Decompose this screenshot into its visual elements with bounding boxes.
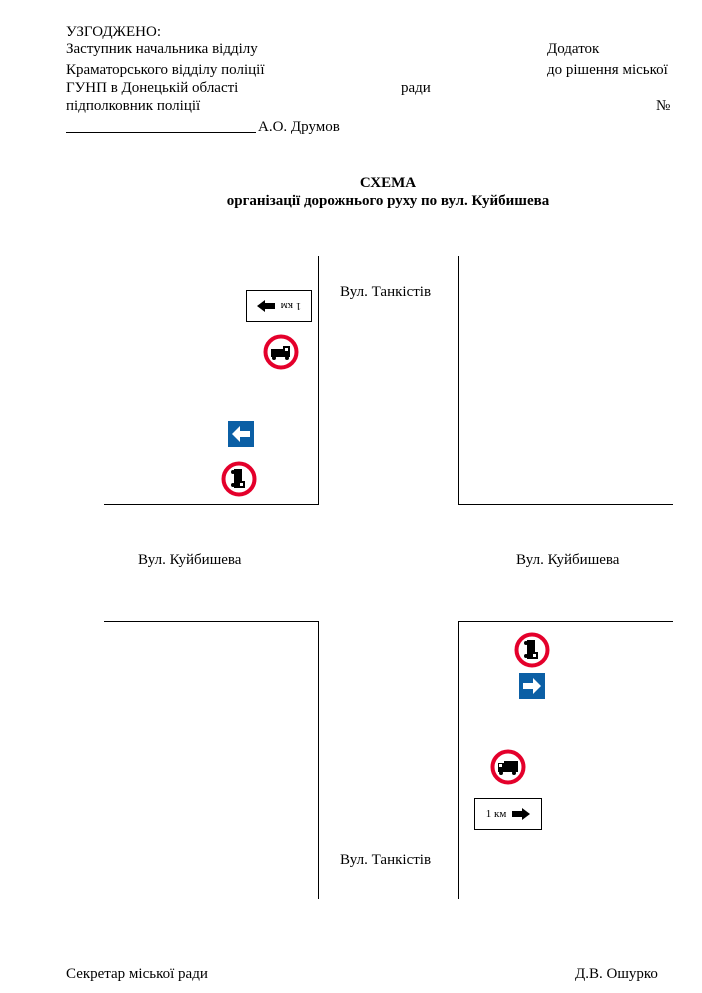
- footer-secretary-title: Секретар міської ради: [66, 966, 208, 982]
- distance-plate-top-left: 1 км: [246, 290, 312, 322]
- signature-line: [66, 132, 256, 133]
- street-label-top: Вул. Танкістів: [340, 284, 432, 300]
- street-label-right: Вул. Куйбишева: [516, 552, 620, 568]
- approval-line-1: Заступник начальника відділу: [66, 41, 258, 57]
- appendix-number: №: [656, 98, 671, 114]
- distance-plate-bottom-right: 1 км: [474, 798, 542, 830]
- arrow-right-icon: [256, 300, 275, 312]
- arrow-right-icon: [512, 808, 531, 820]
- footer-secretary-name: Д.В. Ошурко: [575, 966, 658, 982]
- street-label-bottom: Вул. Танкістів: [340, 852, 432, 868]
- street-label-left: Вул. Куйбишева: [138, 552, 242, 568]
- appendix-line-1: Додаток: [547, 41, 600, 57]
- no-trucks-sign-icon: [263, 334, 299, 370]
- approval-heading: УЗГОДЖЕНО:: [66, 24, 161, 40]
- road-edge-top-left: [318, 256, 319, 505]
- road-edge-left-top: [104, 504, 319, 505]
- road-edge-left-bottom: [104, 621, 319, 622]
- distance-plate-label: 1 км: [485, 808, 507, 820]
- appendix-line-3: ради: [401, 80, 431, 96]
- road-edge-bottom-left: [318, 621, 319, 899]
- scheme-title: СХЕМА: [359, 175, 417, 191]
- road-edge-top-right: [458, 256, 459, 505]
- detour-left-arrow-icon: [228, 421, 254, 447]
- approval-line-2: Краматорського відділу поліції: [66, 62, 265, 78]
- appendix-line-2: до рішення міської: [547, 62, 668, 78]
- approval-line-3: ГУНП в Донецькій області: [66, 80, 239, 96]
- approval-signer: А.О. Друмов: [258, 119, 340, 135]
- road-edge-bottom-right: [458, 621, 459, 899]
- scheme-subtitle: організації дорожнього руху по вул. Куйб…: [226, 193, 550, 209]
- detour-right-arrow-icon: [519, 673, 545, 699]
- road-edge-right-bottom: [458, 621, 673, 622]
- approval-line-4: підполковник поліції: [66, 98, 201, 114]
- no-trucks-sign-icon: [490, 749, 526, 785]
- distance-plate-label: 1 км: [280, 300, 302, 312]
- no-trucks-sign-icon: [514, 632, 550, 668]
- no-trucks-sign-icon: [221, 461, 257, 497]
- road-edge-right-top: [458, 504, 673, 505]
